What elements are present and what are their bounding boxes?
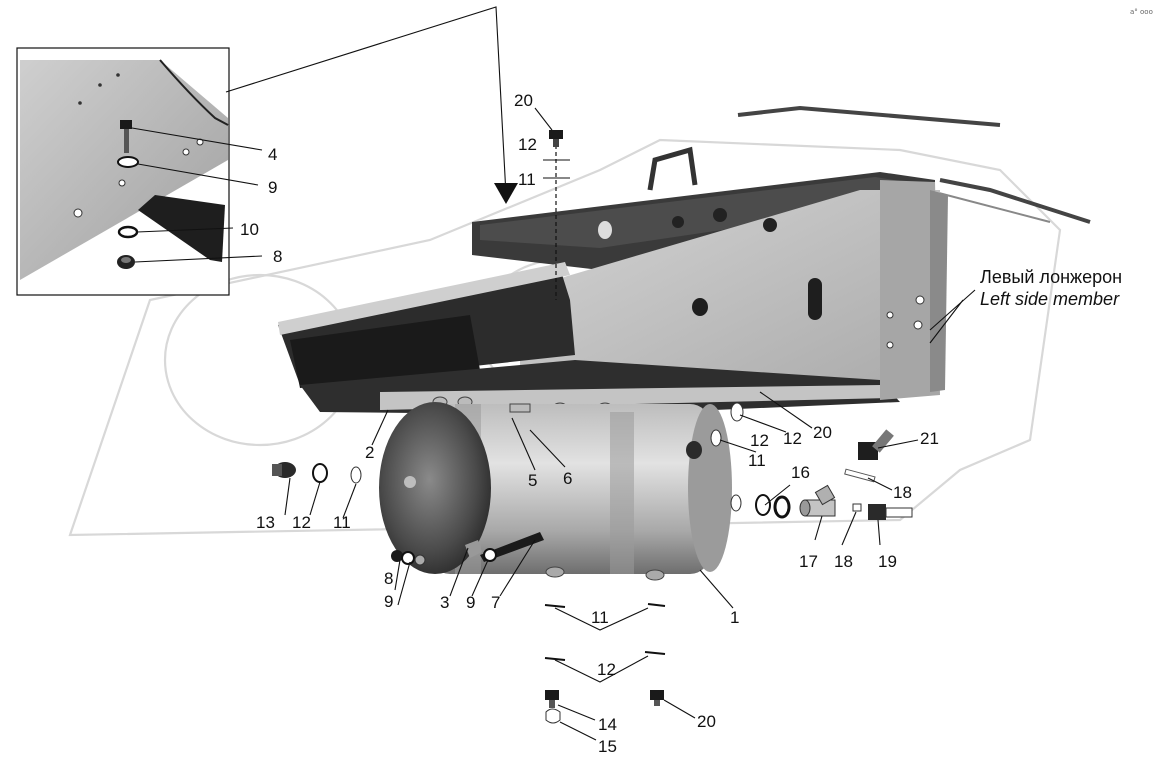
bottom-fasteners <box>391 540 497 566</box>
callout: 15 <box>598 737 617 756</box>
callout: 12 <box>292 513 311 532</box>
callout: 20 <box>813 423 832 442</box>
callout: 10 <box>240 220 259 239</box>
callout: 11 <box>518 170 536 189</box>
callout: 9 <box>268 178 277 197</box>
callout: 18 <box>834 552 853 571</box>
callout: 12 <box>518 135 537 154</box>
callout: 20 <box>514 91 533 110</box>
callout: 19 <box>878 552 897 571</box>
callout: 11 <box>591 608 609 627</box>
callout: 7 <box>491 593 500 612</box>
caption-ru: Левый лонжерон <box>980 267 1122 287</box>
callout: 11 <box>748 451 766 470</box>
lower-fastener-stack <box>544 603 666 724</box>
left-fittings <box>272 462 362 484</box>
callout: 18 <box>893 483 912 502</box>
callout: 12 <box>597 660 616 679</box>
callout: 1 <box>730 608 739 627</box>
callout: 20 <box>697 712 716 731</box>
callout: 6 <box>563 469 572 488</box>
callout: 9 <box>384 592 393 611</box>
callout: 8 <box>273 247 282 266</box>
down-arrow-icon <box>494 183 518 204</box>
callout: 9 <box>466 593 475 612</box>
callout: 12 <box>783 429 802 448</box>
callout: 11 <box>333 513 351 532</box>
right-fittings <box>710 402 913 520</box>
callout: 3 <box>440 593 449 612</box>
inset-detail <box>16 47 230 296</box>
callout: 13 <box>256 513 275 532</box>
corner-mark: a° ooo <box>1130 8 1153 16</box>
callout: 12 <box>750 431 769 450</box>
callout: 14 <box>598 715 617 734</box>
callout: 5 <box>528 471 537 490</box>
callout: 2 <box>365 443 374 462</box>
callout: 4 <box>268 145 277 164</box>
callout: 16 <box>791 463 810 482</box>
callout: 17 <box>799 552 818 571</box>
callout: 8 <box>384 569 393 588</box>
frame-side-member <box>278 105 1091 415</box>
caption-en: Left side member <box>980 289 1120 309</box>
air-receiver-tank <box>379 396 732 581</box>
callout: 21 <box>920 429 939 448</box>
